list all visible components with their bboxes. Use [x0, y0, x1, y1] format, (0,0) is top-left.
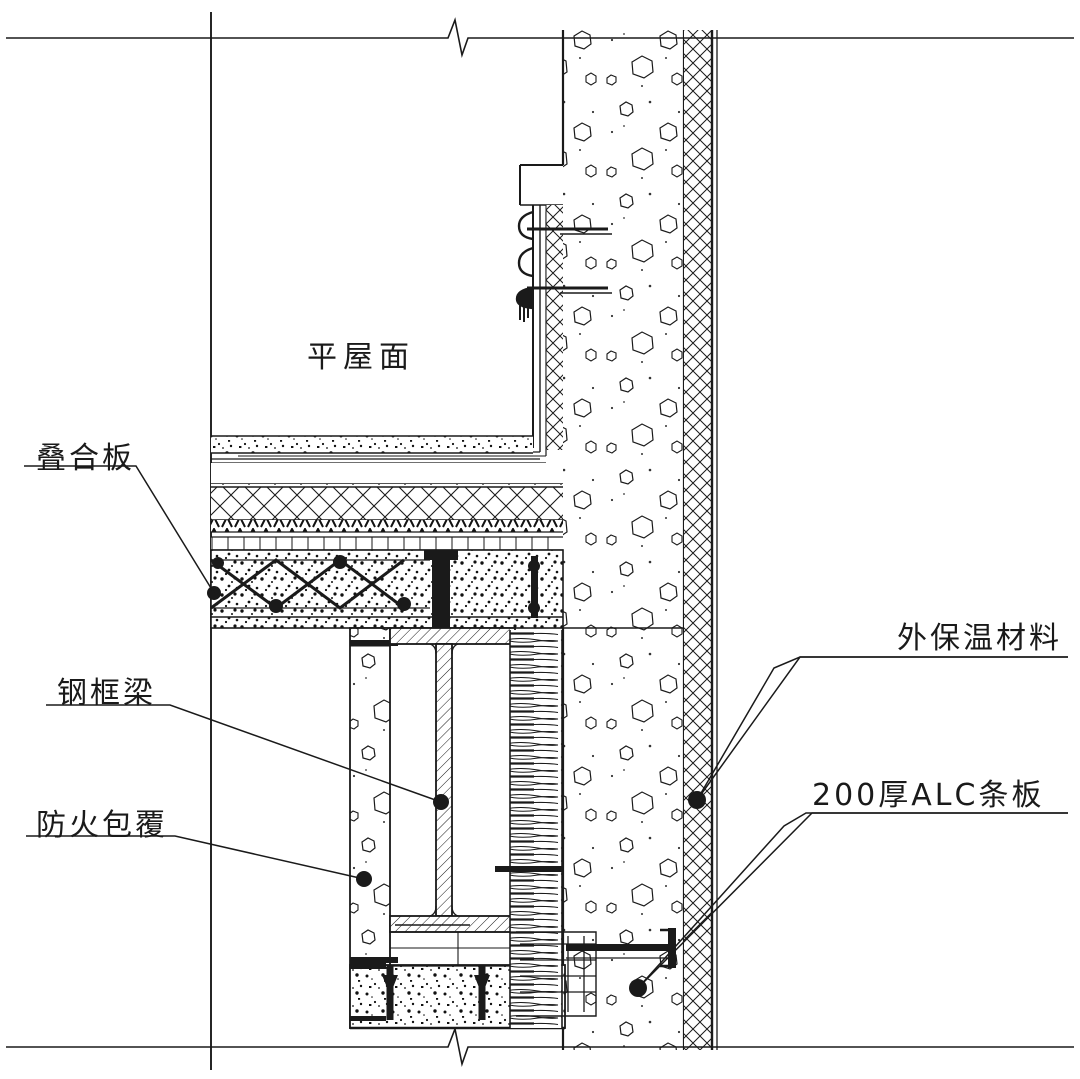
break-line-top [6, 17, 1074, 59]
mineral-wool-firestop [495, 630, 563, 1028]
label-alc-panel: 200厚ALC条板 [812, 778, 1045, 813]
alc-wall-panel [561, 30, 686, 1050]
label-steel-frame-beam: 钢框梁 [57, 676, 156, 711]
leader-steel-frame-beam [46, 704, 442, 803]
roof-vapour-barrier [211, 520, 563, 533]
label-fireproof-wrap: 防火包覆 [36, 808, 168, 843]
roof-mesh-layer [211, 536, 563, 551]
leader-composite-slab [24, 465, 215, 594]
leader-fireproof-wrap [26, 835, 365, 880]
composite-slab [207, 549, 564, 629]
bottom-connection-details [350, 928, 676, 1021]
label-composite-slab: 叠合板 [36, 441, 135, 476]
roof-xps-insulation [211, 486, 563, 521]
external-insulation-layer [684, 30, 718, 1050]
steel-frame-beam [389, 627, 516, 967]
label-flat-roof: 平屋面 [307, 340, 415, 375]
break-line-bottom [6, 1026, 1074, 1068]
parapet-flashing-fixings [515, 210, 612, 322]
leader-lines-right-straight [637, 656, 1068, 989]
label-external-insulation: 外保温材料 [897, 621, 1062, 656]
